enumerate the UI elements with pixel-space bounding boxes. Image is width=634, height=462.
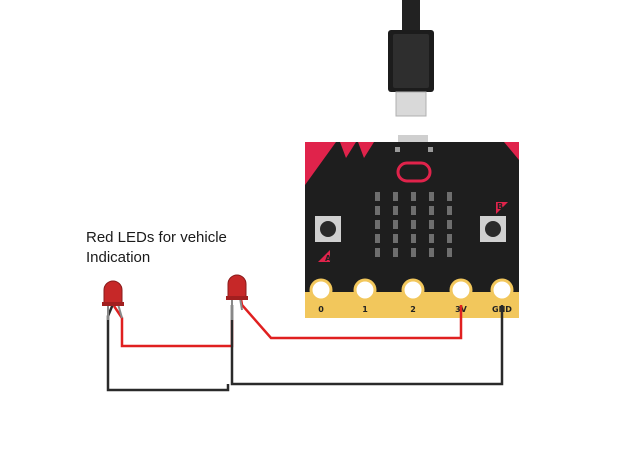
pin-hole xyxy=(353,278,377,302)
matrix-led xyxy=(429,206,434,215)
button-b-marker xyxy=(496,202,508,214)
matrix-led xyxy=(393,234,398,243)
usb-port xyxy=(398,135,428,145)
pin-label: 1 xyxy=(362,305,368,314)
matrix-led xyxy=(411,220,416,229)
wire-led1-cathode xyxy=(106,303,230,392)
matrix-led xyxy=(375,248,380,257)
annotation-line-2: Indication xyxy=(86,249,151,266)
button-b-label: B xyxy=(497,202,503,211)
led-left xyxy=(102,280,124,320)
matrix-led xyxy=(375,234,380,243)
pin-hole xyxy=(401,278,425,302)
matrix-led xyxy=(411,248,416,257)
usb-connector xyxy=(395,91,427,117)
matrix-led xyxy=(393,220,398,229)
pin-3v[interactable]: 3V xyxy=(449,278,473,314)
matrix-led xyxy=(375,206,380,215)
wire-led1-anode xyxy=(112,305,234,348)
button-a-marker xyxy=(318,250,330,262)
pin-hole xyxy=(449,278,473,302)
pin-label: 2 xyxy=(410,305,416,314)
matrix-led xyxy=(393,192,398,201)
matrix-led xyxy=(447,220,452,229)
matrix-led xyxy=(411,234,416,243)
board-body xyxy=(305,142,519,318)
matrix-led xyxy=(393,248,398,257)
matrix-led xyxy=(447,234,452,243)
matrix-led xyxy=(375,220,380,229)
usb-cable xyxy=(388,0,434,117)
matrix-led xyxy=(429,192,434,201)
matrix-led xyxy=(375,192,380,201)
matrix-led xyxy=(447,192,452,201)
pin-2[interactable]: 2 xyxy=(401,278,425,314)
led-matrix xyxy=(375,192,452,257)
pin-hole xyxy=(490,278,514,302)
button-a[interactable] xyxy=(315,216,341,242)
accent-stripe xyxy=(305,142,336,185)
usb-cord xyxy=(402,0,420,36)
touch-logo xyxy=(396,161,432,183)
annotation-line-1: Red LEDs for vehicle xyxy=(86,229,227,246)
pin-0[interactable]: 0 xyxy=(309,278,333,314)
button-b[interactable] xyxy=(480,216,506,242)
pin-label: 0 xyxy=(318,305,324,314)
pin-1[interactable]: 1 xyxy=(353,278,377,314)
matrix-led xyxy=(393,206,398,215)
matrix-led xyxy=(429,220,434,229)
wire-gnd xyxy=(230,305,504,386)
matrix-led xyxy=(429,234,434,243)
matrix-led xyxy=(447,206,452,215)
matrix-led xyxy=(429,248,434,257)
matrix-led xyxy=(411,192,416,201)
pin-hole xyxy=(309,278,333,302)
led-right xyxy=(226,274,248,320)
matrix-led xyxy=(447,248,452,257)
button-a-label: A xyxy=(325,254,332,263)
annotation-label: Red LEDs for vehicle Indication xyxy=(86,228,266,268)
matrix-led xyxy=(411,206,416,215)
